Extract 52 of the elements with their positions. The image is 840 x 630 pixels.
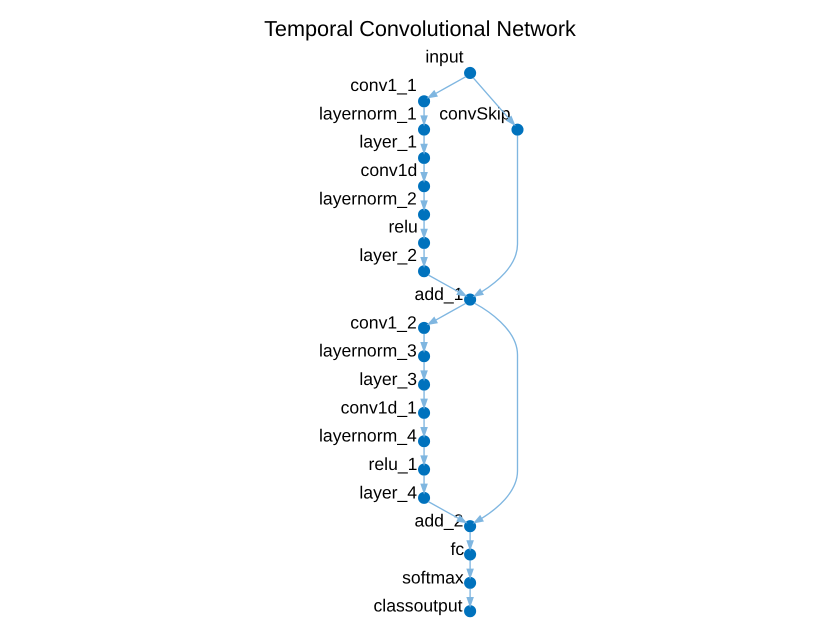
node-circle — [418, 236, 430, 249]
node-circle — [418, 265, 430, 278]
node-circle — [418, 322, 430, 334]
node-circle — [418, 435, 430, 448]
node-label: convSkip — [439, 103, 511, 124]
arrow — [428, 501, 468, 524]
node-circle — [418, 406, 430, 419]
node-label: conv1_1 — [350, 75, 417, 96]
node-label: layernorm_1 — [319, 103, 417, 124]
node-circle — [418, 180, 430, 192]
node-label: layernorm_4 — [319, 426, 417, 446]
diagram-title: Temporal Convolutional Network — [264, 16, 576, 42]
node-label: classoutput — [374, 596, 463, 616]
node-circle — [464, 294, 476, 306]
node-circle — [418, 492, 430, 504]
node-circle — [418, 124, 430, 136]
node-label: softmax — [402, 567, 464, 588]
node-label: conv1d_1 — [340, 397, 417, 418]
node-circle — [464, 548, 476, 561]
node-circle — [511, 124, 524, 136]
arrow — [466, 532, 474, 552]
arrow — [472, 135, 518, 298]
node-circle — [418, 378, 430, 391]
node-circle — [418, 152, 430, 164]
node-label: input — [425, 46, 464, 67]
arrow — [472, 77, 516, 126]
node-label: layer_1 — [359, 132, 418, 152]
node-circle — [418, 208, 430, 221]
node-label: conv1d — [360, 160, 418, 180]
node-label: fc — [450, 539, 464, 560]
node-label: relu_1 — [368, 454, 418, 474]
node-circle — [418, 95, 430, 108]
arrow — [428, 274, 468, 297]
node-circle — [464, 66, 476, 80]
node-circle — [418, 464, 430, 476]
node-circle — [464, 576, 476, 589]
node-label: relu — [388, 216, 418, 237]
node-label: layer_2 — [359, 245, 418, 266]
node-circle — [464, 520, 476, 532]
arrow — [466, 560, 474, 580]
node-circle — [418, 350, 430, 362]
node-label: conv1_2 — [350, 312, 417, 332]
arrow — [426, 76, 466, 98]
arrow — [466, 588, 474, 608]
arrow — [426, 302, 466, 326]
node-circle — [464, 605, 476, 618]
node-label: layer_4 — [359, 482, 418, 502]
node-label: layernorm_3 — [319, 340, 417, 361]
node-label: add_1 — [414, 284, 464, 304]
node-label: layernorm_2 — [319, 188, 417, 208]
node-label: layer_3 — [359, 369, 418, 390]
arrow — [472, 302, 518, 524]
